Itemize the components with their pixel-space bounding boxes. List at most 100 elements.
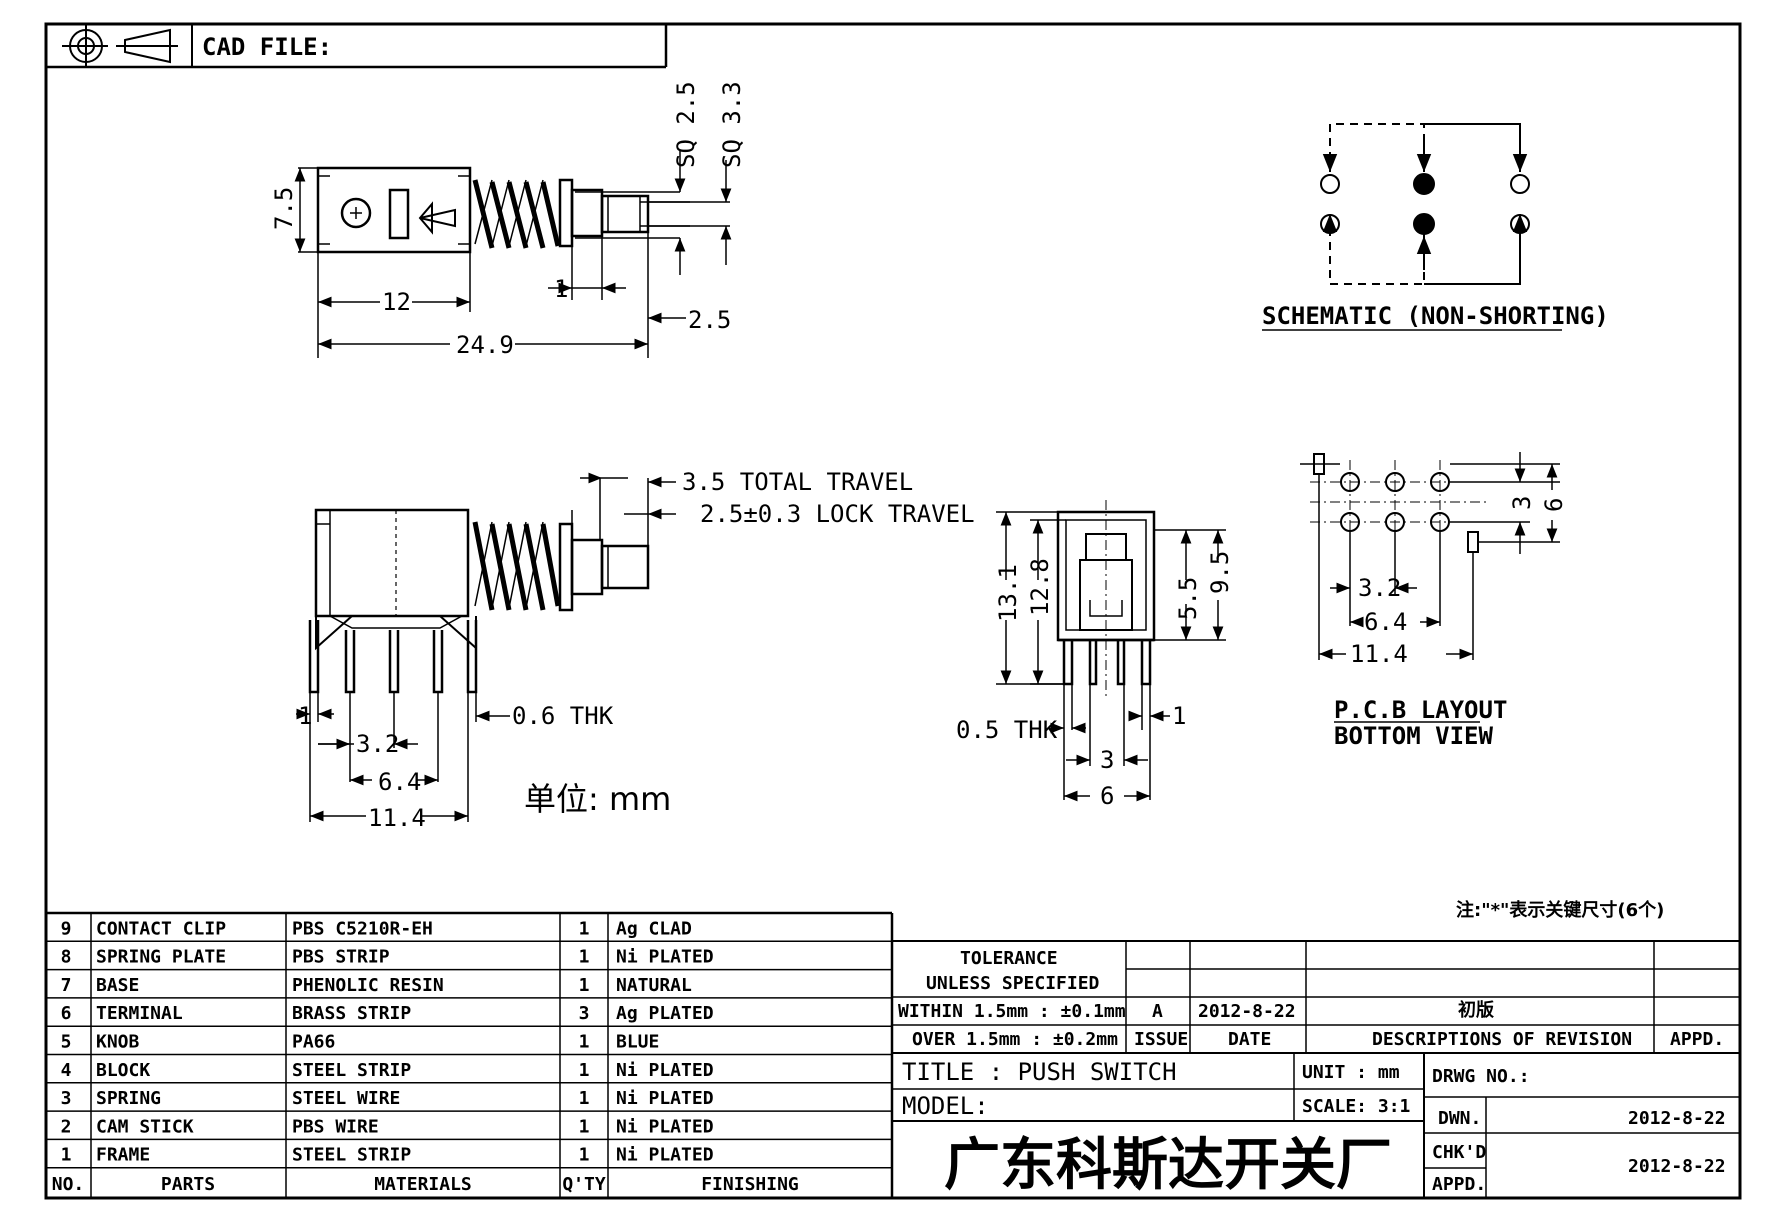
bom-header-no: NO.	[52, 1174, 85, 1195]
dim-24-9: 24.9	[456, 331, 514, 359]
dim-lock-travel: 2.5±0.3 LOCK TRAVEL	[700, 500, 975, 528]
unit-value: UNIT : mm	[1302, 1062, 1400, 1083]
dim-11-4-front: 11.4	[368, 804, 426, 832]
tolerance-line-2: UNLESS SPECIFIED	[926, 973, 1100, 994]
bom-cell-no: 1	[61, 1145, 72, 1166]
dim-sq-2-5: SQ 2.5	[672, 81, 700, 168]
dim-3-2-front: 3.2	[356, 730, 399, 758]
bom-cell-material: PBS WIRE	[292, 1116, 379, 1137]
revision-desc-label: DESCRIPTIONS OF REVISION	[1372, 1029, 1632, 1050]
bom-cell-material: STEEL STRIP	[292, 1060, 411, 1081]
dim-1-end: 1	[1172, 702, 1186, 730]
frame-hole	[340, 197, 372, 229]
bom-cell-finishing: Ni PLATED	[616, 947, 714, 968]
bom-cell-part: KNOB	[96, 1032, 140, 1053]
schematic-label: SCHEMATIC (NON-SHORTING)	[1262, 302, 1609, 330]
bom-cell-material: PBS STRIP	[292, 947, 390, 968]
bom-cell-finishing: Ni PLATED	[616, 1088, 714, 1109]
revision-grid	[892, 940, 1740, 1054]
bom-cell-no: 7	[61, 975, 72, 996]
scale-value: SCALE: 3:1	[1302, 1096, 1410, 1117]
bom-cell-no: 3	[61, 1088, 72, 1109]
key-dimension-note: 注:"*"表示关键尺寸(6个)	[1456, 899, 1664, 921]
header-block: CAD FILE:	[46, 24, 668, 69]
tolerance-line-3: WITHIN 1.5mm : ±0.1mm	[898, 1001, 1126, 1022]
pcb-hole	[1385, 472, 1405, 492]
dim-13-1: 13.1	[994, 564, 1022, 622]
revision-desc-value: 初版	[1458, 999, 1494, 1021]
spring-coil-front	[472, 521, 561, 611]
tolerance-line-1: TOLERANCE	[960, 948, 1058, 969]
dim-1-front: 1	[298, 702, 312, 730]
revision-issue-label: ISSUE	[1134, 1029, 1188, 1050]
title-appd-label: APPD.	[1432, 1174, 1486, 1195]
front-view-dims	[296, 472, 676, 822]
pcb-hole	[1430, 472, 1450, 492]
bom-cell-finishing: Ag PLATED	[616, 1003, 714, 1024]
end-view	[1056, 500, 1156, 700]
chkd-date: 2012-8-22	[1628, 1156, 1726, 1177]
dim-sq-3-3: SQ 3.3	[718, 81, 746, 168]
bom-cell-qty: 3	[579, 1003, 590, 1024]
dim-0-6-thk: 0.6 THK	[512, 702, 614, 730]
dwn-date: 2012-8-22	[1628, 1108, 1726, 1129]
bom-cell-part: SPRING PLATE	[96, 947, 226, 968]
tolerance-line-4: OVER 1.5mm : ±0.2mm	[912, 1029, 1118, 1050]
bom-cell-material: PHENOLIC RESIN	[292, 975, 444, 996]
end-view-pins	[1062, 640, 1152, 686]
bom-cell-part: CONTACT CLIP	[96, 918, 226, 939]
contact-common	[1413, 173, 1435, 195]
contact-common	[1413, 213, 1435, 235]
bom-cell-no: 5	[61, 1032, 72, 1053]
bom-header-qty: Q'TY	[562, 1174, 606, 1195]
dim-6-end: 6	[1100, 782, 1114, 810]
bom-cell-finishing: Ni PLATED	[616, 1116, 714, 1137]
bom-cell-finishing: Ni PLATED	[616, 1060, 714, 1081]
side-view	[316, 166, 650, 254]
bom-cell-qty: 1	[579, 1060, 590, 1081]
bom-cell-material: STEEL WIRE	[292, 1088, 400, 1109]
pcb-layout-title: P.C.B LAYOUT	[1334, 696, 1507, 724]
bom-cell-part: TERMINAL	[96, 1003, 183, 1024]
dim-total-travel: 3.5 TOTAL TRAVEL	[682, 468, 913, 496]
dim-1-side: 1	[554, 275, 568, 303]
dim-height-7-5: 7.5	[270, 187, 298, 230]
bom-cell-part: FRAME	[96, 1145, 150, 1166]
end-view-dims	[996, 511, 1226, 802]
bom-cell-qty: 1	[579, 1032, 590, 1053]
bom-header-materials: MATERIALS	[374, 1174, 472, 1195]
drawing-title: TITLE : PUSH SWITCH	[902, 1058, 1177, 1086]
bom-cell-qty: 1	[579, 975, 590, 996]
company-name: 广东科斯达开关厂	[944, 1133, 1392, 1198]
cam-arrow-icon	[418, 201, 456, 235]
dim-9-5: 9.5	[1206, 551, 1234, 594]
bom-cell-no: 9	[61, 918, 72, 939]
pcb-layout-dims	[1300, 452, 1560, 660]
bom-cell-material: STEEL STRIP	[292, 1145, 411, 1166]
pcb-slot	[1467, 531, 1479, 553]
dim-3-end: 3	[1100, 746, 1114, 774]
dim-12-8: 12.8	[1026, 558, 1054, 616]
pcb-hole	[1340, 472, 1360, 492]
dim-12: 12	[382, 288, 411, 316]
bom-cell-no: 2	[61, 1116, 72, 1137]
bom-cell-no: 4	[61, 1060, 72, 1081]
bom-cell-no: 6	[61, 1003, 72, 1024]
dim-11-4-pcb: 11.4	[1350, 640, 1408, 668]
bom-cell-qty: 1	[579, 1116, 590, 1137]
revision-date-value: 2012-8-22	[1198, 1001, 1296, 1022]
bom-cell-material: PA66	[292, 1032, 335, 1053]
bom-cell-finishing: BLUE	[616, 1032, 659, 1053]
bom-cell-qty: 1	[579, 1145, 590, 1166]
pcb-layout-subtitle: BOTTOM VIEW	[1334, 722, 1493, 750]
bom-cell-part: BLOCK	[96, 1060, 150, 1081]
unit-label: 单位: mm	[524, 780, 671, 818]
front-view	[308, 508, 650, 694]
bom-row: 5 KNOB PA66 1 BLUE	[61, 1032, 660, 1053]
